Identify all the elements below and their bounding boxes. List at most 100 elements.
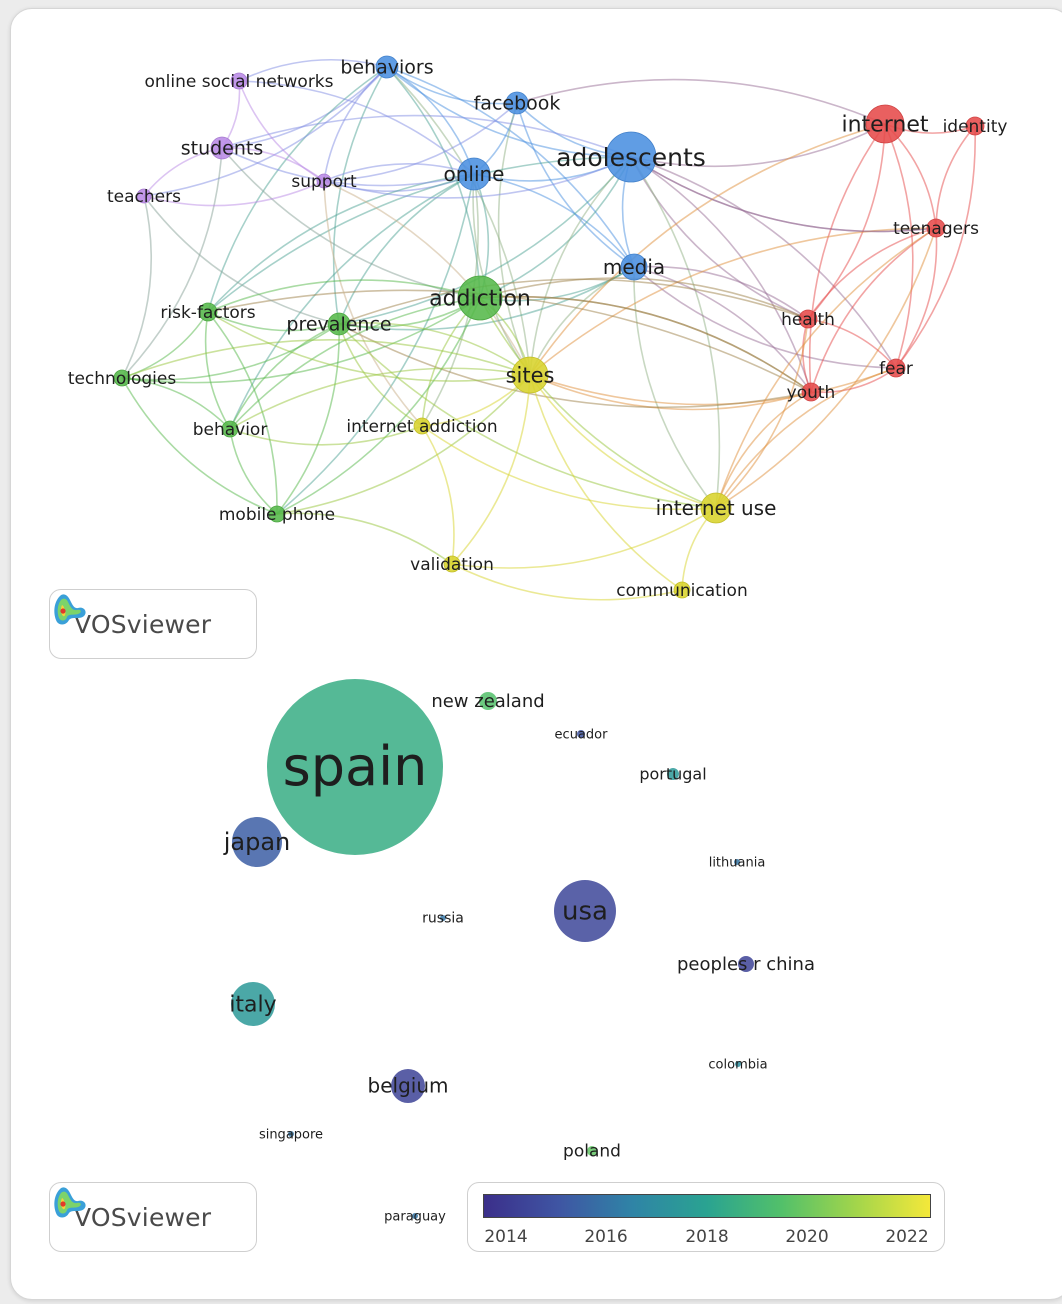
country-node-spain[interactable]: [267, 679, 443, 855]
vosviewer-wordmark: VOSviewer: [74, 609, 212, 639]
link-teenagers-adolescents: [630, 156, 937, 233]
link-prevalence-behavior: [229, 323, 340, 430]
node-label-internet_use: internet use: [656, 496, 777, 520]
link-students-support: [221, 147, 325, 182]
node-support[interactable]: [316, 173, 332, 189]
link-students-adolescents: [221, 114, 632, 158]
node-label-prevalence: prevalence: [286, 314, 391, 336]
node-validation[interactable]: [443, 555, 461, 573]
link-risk_factors-behavior: [204, 311, 231, 430]
node-youth[interactable]: [801, 382, 821, 402]
node-internet_use[interactable]: [700, 492, 732, 524]
node-adolescents[interactable]: [605, 131, 657, 183]
node-behaviors[interactable]: [375, 55, 399, 79]
link-online_social_networks-online: [238, 80, 475, 175]
link-mobile_phone-validation: [276, 512, 453, 565]
node-online[interactable]: [457, 157, 491, 191]
node-facebook[interactable]: [505, 91, 529, 115]
country-node-portugal[interactable]: [667, 768, 679, 780]
keyword-cooccurrence-network: behaviorsfacebookonlineadolescentsmediai…: [68, 55, 1008, 601]
year-color-legend: 2014 2016 2018 2020 2022: [467, 1182, 945, 1252]
vosviewer-badge-top: VOSviewer: [49, 589, 257, 659]
link-technologies-sites: [121, 338, 531, 379]
country-node-japan[interactable]: [232, 817, 282, 867]
link-fear-sites: [529, 367, 897, 406]
link-behavior-mobile_phone: [229, 428, 278, 515]
link-layer: [121, 58, 976, 601]
node-identity[interactable]: [965, 116, 985, 136]
link-support-adolescents: [323, 156, 632, 199]
country-node-russia[interactable]: [440, 915, 446, 921]
node-layer: [113, 55, 985, 599]
label-layer: behaviorsfacebookonlineadolescentsmediai…: [68, 57, 1008, 601]
node-label-validation: validation: [410, 555, 494, 575]
country-label-usa: usa: [562, 897, 608, 927]
node-internet[interactable]: [865, 104, 905, 144]
country-label-new_zealand: new zealand: [431, 691, 544, 712]
country-node-lithuania[interactable]: [734, 859, 740, 865]
node-risk_factors[interactable]: [198, 302, 218, 322]
country-node-ecuador[interactable]: [577, 730, 585, 738]
node-label-behaviors: behaviors: [340, 57, 433, 79]
link-behavior-sites: [229, 367, 531, 430]
link-prevalence-sites: [338, 322, 531, 376]
country-node-italy[interactable]: [231, 982, 275, 1026]
link-facebook-internet: [516, 78, 886, 125]
link-behavior-internet_addiction: [229, 425, 423, 446]
link-online-prevalence: [338, 173, 475, 325]
country-label-japan: japan: [223, 828, 291, 856]
link-mobile_phone-sites: [276, 374, 531, 515]
link-media-prevalence: [338, 266, 635, 331]
node-teenagers[interactable]: [926, 218, 946, 238]
node-technologies[interactable]: [113, 369, 131, 387]
link-health-internet_use: [715, 318, 809, 509]
node-fear[interactable]: [886, 358, 906, 378]
node-online_social_networks[interactable]: [230, 72, 248, 90]
node-label-addiction: addiction: [429, 287, 531, 312]
node-students[interactable]: [210, 136, 234, 160]
node-mobile_phone[interactable]: [268, 505, 286, 523]
link-prevalence-mobile_phone: [276, 323, 340, 515]
node-media[interactable]: [620, 253, 648, 281]
node-label-communication: communication: [616, 581, 747, 601]
link-youth-risk_factors: [207, 289, 812, 393]
link-support-internet_addiction: [323, 180, 423, 427]
link-adolescents-prevalence: [338, 156, 632, 325]
link-youth-sites: [529, 374, 812, 411]
node-label-facebook: facebook: [474, 93, 561, 115]
node-communication[interactable]: [673, 581, 691, 599]
link-teachers-support: [143, 180, 325, 207]
node-internet_addiction[interactable]: [413, 417, 431, 435]
node-label-identity: identity: [943, 117, 1008, 137]
country-node-peoples_r_china[interactable]: [738, 956, 754, 972]
node-sites[interactable]: [511, 356, 549, 394]
vosviewer-badge-bottom: VOSviewer: [49, 1182, 257, 1252]
link-identity-fear: [895, 125, 976, 369]
link-risk_factors-mobile_phone: [207, 311, 278, 515]
node-addiction[interactable]: [457, 275, 503, 321]
link-sites-validation: [451, 374, 531, 565]
link-sites-internet_use: [529, 374, 717, 509]
link-addiction-internet_use: [479, 297, 717, 509]
node-prevalence[interactable]: [327, 312, 351, 336]
country-node-new_zealand[interactable]: [479, 692, 497, 710]
node-behavior[interactable]: [221, 420, 239, 438]
country-label-portugal: portugal: [639, 764, 706, 783]
country-node-belgium[interactable]: [391, 1069, 425, 1103]
link-teenagers-health: [807, 227, 937, 320]
link-behaviors-media: [386, 66, 635, 268]
vosviewer-wordmark: VOSviewer: [74, 1202, 212, 1232]
country-node-singapore[interactable]: [288, 1131, 294, 1137]
country-node-poland[interactable]: [587, 1146, 597, 1156]
node-teachers[interactable]: [136, 188, 152, 204]
country-label-italy: italy: [229, 992, 276, 1017]
country-node-colombia[interactable]: [735, 1061, 741, 1067]
link-teenagers-internet_use: [715, 227, 937, 509]
link-internet_addiction-internet_use: [421, 425, 717, 511]
country-node-paraguay[interactable]: [412, 1213, 418, 1219]
node-label-sites: sites: [506, 363, 555, 387]
country-node-usa[interactable]: [554, 880, 616, 942]
node-health[interactable]: [798, 309, 818, 329]
node-label-internet: internet: [842, 113, 929, 138]
